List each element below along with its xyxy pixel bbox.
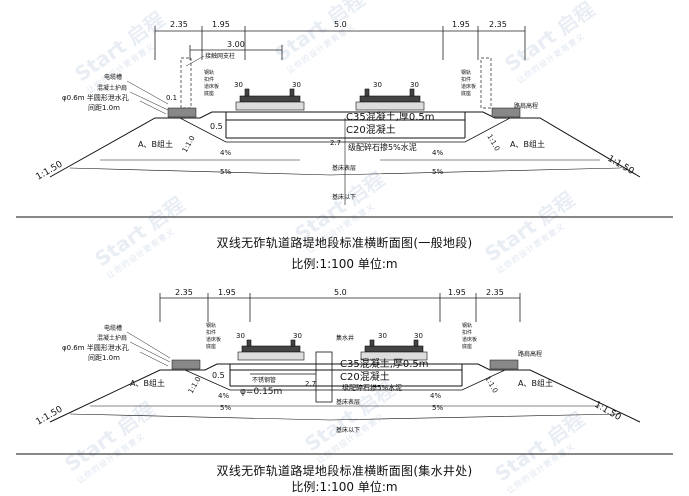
- right-soil: A、B组土: [518, 378, 553, 388]
- label-pipe-dim: φ=0.15m: [240, 387, 282, 397]
- rail-gap-label: 30: [373, 81, 382, 89]
- dim-5-0: 5.0: [334, 20, 347, 29]
- label-well: 集水井: [336, 334, 354, 342]
- rail-gap-label: 30: [234, 81, 243, 89]
- label-cable: 电缆槽: [104, 73, 122, 81]
- rail-gap-label: 30: [378, 332, 387, 340]
- rail-gap-label: 30: [292, 81, 301, 89]
- rail-label: 道床板: [461, 83, 476, 90]
- left-soil: A、B组土: [138, 139, 173, 149]
- label-cable: 电缆槽: [104, 324, 122, 332]
- rail-label: 道床板: [204, 83, 219, 90]
- layer-c20: C20混凝土: [346, 123, 396, 136]
- pct-low-left: 5%: [220, 404, 231, 412]
- rail-gap-label: 30: [236, 332, 245, 340]
- layer-gravel: 级配碎石掺5%水泥: [342, 383, 402, 392]
- rail-label: 底座: [206, 343, 216, 350]
- layer-c20: C20混凝土: [340, 370, 390, 383]
- rail-label: 底座: [462, 343, 472, 350]
- rail-label: 扣件: [462, 329, 472, 336]
- pct-top-left: 4%: [220, 149, 231, 157]
- title-general: 双线无砟轨道路堤地段标准横断面图(一般地段): [216, 236, 473, 250]
- dim-2-35-right: 2.35: [486, 288, 504, 297]
- rail-label: 钢轨: [462, 322, 472, 329]
- slope-left: 1:1.50: [35, 404, 65, 427]
- bed-surface: 基床表层: [336, 398, 360, 406]
- cross-section-sump: 2.35 1.95 5.0 1.95 2.35 电缆槽 混凝土护肩 φ0.6m …: [16, 288, 673, 455]
- right-soil: A、B组土: [510, 139, 545, 149]
- rail-label: 底座: [461, 90, 471, 97]
- dim-1-95-right: 1.95: [448, 288, 466, 297]
- pct-top-right: 4%: [430, 392, 441, 400]
- dim-2-35-left: 2.35: [170, 20, 188, 29]
- rail-gap-label: 30: [414, 332, 423, 340]
- bed-below: 基床以下: [336, 426, 360, 434]
- dim-1-95-left: 1.95: [218, 288, 236, 297]
- rail-gap-label: 30: [410, 81, 419, 89]
- rail-label: 钢轨: [461, 69, 471, 76]
- rail-label: 道床板: [206, 336, 221, 343]
- layer-gravel: 级配碎石掺5%水泥: [348, 142, 417, 152]
- slope-small-left: 1:1.0: [187, 375, 203, 395]
- cross-section-general: 2.35 1.95 5.0 1.95 2.35 3.00 接触网支柱 电缆槽 混…: [16, 20, 673, 218]
- label-drain: φ0.6m 半圆形泄水孔: [62, 93, 129, 102]
- pct-low-left: 5%: [220, 168, 231, 176]
- label-concrete: 混凝土护肩: [97, 334, 127, 342]
- label-spacing: 间距1.0m: [88, 354, 120, 362]
- rail-label: 扣件: [206, 329, 216, 336]
- pct-low-right: 5%: [432, 168, 443, 176]
- label-fence: 接触网支柱: [205, 52, 235, 60]
- rail-label: 钢轨: [204, 69, 214, 76]
- bed-surface: 基床表层: [332, 164, 356, 172]
- thick-2-7: 2.7: [305, 380, 316, 388]
- dim-2-35-left: 2.35: [175, 288, 193, 297]
- dim-1-95-left: 1.95: [212, 20, 230, 29]
- dim-2-35-right: 2.35: [489, 20, 507, 29]
- dim-5-0: 5.0: [334, 288, 347, 297]
- rail-label: 道床板: [462, 336, 477, 343]
- slope-small-right: 1:1.0: [485, 133, 501, 153]
- dim-3-00: 3.00: [227, 40, 245, 49]
- slope-small-left: 1:1.0: [181, 134, 197, 154]
- label-pipe: 不锈钢管: [252, 376, 276, 384]
- layer-c35: C35混凝土,厚0.5m: [340, 357, 429, 370]
- pct-top-left: 4%: [218, 392, 229, 400]
- slope-right: 1:1.50: [606, 154, 636, 177]
- layer-c35: C35混凝土,厚0.5m: [346, 110, 435, 123]
- thick-0-5: 0.5: [212, 371, 225, 380]
- rail-gap-label: 30: [293, 332, 302, 340]
- title-sump: 双线无砟轨道路堤地段标准横断面图(集水井处): [216, 464, 473, 478]
- slope-right: 1:1.50: [593, 400, 623, 423]
- thick-label: 0.1: [166, 94, 177, 102]
- rail-label: 钢轨: [206, 322, 216, 329]
- thick-2-7: 2.7: [330, 139, 341, 147]
- scale-general: 比例:1:100 单位:m: [291, 257, 398, 271]
- label-drain: φ0.6m 半圆形泄水孔: [62, 343, 129, 352]
- slope-small-right: 1:1.0: [483, 375, 499, 395]
- label-concrete: 混凝土护肩: [97, 84, 127, 92]
- pct-low-right: 5%: [432, 404, 443, 412]
- label-right-note: 路肩高程: [518, 350, 542, 358]
- bed-below: 基床以下: [332, 193, 356, 201]
- dim-1-95-right: 1.95: [452, 20, 470, 29]
- pct-top-right: 4%: [432, 149, 443, 157]
- thick-0-5: 0.5: [210, 122, 223, 131]
- label-spacing: 间距1.0m: [88, 104, 120, 112]
- left-soil: A、B组土: [130, 378, 165, 388]
- rail-label: 扣件: [461, 76, 471, 83]
- rail-label: 扣件: [204, 76, 214, 83]
- rail-label: 底座: [204, 90, 214, 97]
- label-right-note: 路肩高程: [514, 102, 538, 110]
- scale-sump: 比例:1:100 单位:m: [291, 480, 398, 494]
